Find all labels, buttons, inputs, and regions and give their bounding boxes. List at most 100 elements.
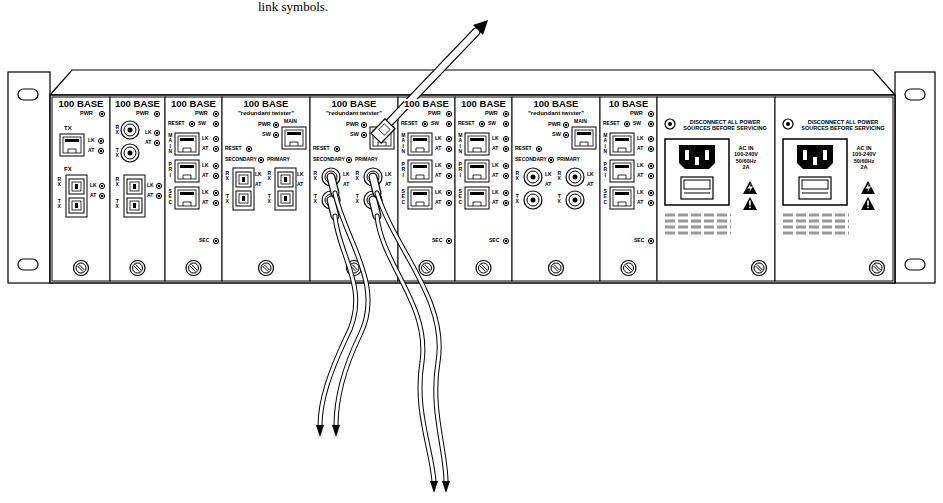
rack-chassis (8, 70, 935, 283)
port-label: AT (90, 193, 96, 198)
port-label: LK (492, 190, 499, 195)
port-label: PWR (548, 122, 561, 128)
port-label: LK (90, 183, 97, 188)
port-label: SECONDARY (225, 157, 257, 162)
port-label: SEC (199, 238, 209, 243)
power-supply-art (657, 97, 775, 281)
port-label: RESET (225, 146, 242, 151)
port-label: LK (343, 172, 350, 177)
power-supply-art (775, 97, 893, 281)
port-label: TX (313, 194, 318, 205)
port-label: LK (255, 172, 262, 177)
port-label: TX (115, 199, 120, 210)
port-label: PWR (428, 111, 441, 117)
patch-cable (371, 20, 488, 143)
port-label: TX (115, 148, 120, 159)
port-label: SECONDARY (313, 157, 345, 162)
port-label: SEC (432, 238, 442, 243)
port-label: RX (57, 177, 62, 188)
port-label: AT (492, 146, 498, 151)
port-label: AT (587, 182, 593, 187)
port-label: AT (637, 146, 643, 151)
power-rating: AC IN 100-240V 50/60Hz 2A (733, 145, 759, 170)
module-title: 100 BASE (171, 99, 216, 109)
port-label: SW (262, 132, 271, 138)
port-label: AT (545, 182, 551, 187)
port-label: TX (557, 194, 562, 205)
port-label: LK (147, 183, 154, 188)
module-art (310, 97, 398, 281)
port-label: LK (637, 190, 644, 195)
port-label: SEC (489, 238, 499, 243)
module-art (52, 97, 110, 281)
port-label: PRI (458, 162, 463, 178)
port-label: MAIN (603, 133, 608, 154)
power-supply-panel: DISCONNECT ALL POWER SOURCES BEFORE SERV… (657, 97, 775, 281)
port-label: RESET (458, 121, 475, 126)
port-label: SEC (458, 189, 463, 205)
port-label: PRI (603, 162, 608, 178)
fiber-cables (320, 177, 446, 482)
port-label: AT (255, 182, 261, 187)
module-title: 10 BASE (609, 99, 649, 109)
port-label: SW (431, 121, 439, 126)
port-label: RESET (401, 121, 418, 126)
port-label: PRI (401, 162, 406, 178)
port-label: SEC (634, 238, 644, 243)
power-supply-panel: DISCONNECT ALL POWER SOURCES BEFORE SERV… (775, 97, 893, 281)
module-title: 100 BASE (332, 99, 377, 109)
module-panel: 100 BASE"redundant twister"PWRSWRESETSEC… (310, 97, 398, 281)
port-label: LK (145, 130, 152, 135)
port-label: PRI (168, 162, 173, 178)
module-title: 100 BASE (115, 99, 160, 109)
port-label: RX (115, 125, 120, 136)
port-label: LK (435, 136, 442, 141)
port-label: PWR (346, 122, 359, 128)
port-label: PWR (258, 122, 271, 128)
port-label: RX (313, 171, 318, 182)
port-label: PWR (80, 111, 93, 117)
power-rating: AC IN 100-240V 50/60Hz 2A (851, 145, 877, 170)
port-label: AT (202, 200, 208, 205)
module-panel: 100 BASE"redundant twister"PWRSWMAINRESE… (222, 97, 310, 281)
module-panel: 100 BASEPWRRESETSWMAINLKATPRILKATSECLKAT… (398, 97, 455, 281)
port-label: LK (385, 172, 392, 177)
port-label: LK (637, 163, 644, 168)
port-label: AT (435, 200, 441, 205)
port-label: PWR (136, 111, 149, 117)
module-panel: 100 BASEPWRRXTXLKATRXTXLKAT (110, 97, 165, 281)
port-label: MAIN (458, 133, 463, 154)
module-art (600, 97, 657, 281)
port-label: TX (64, 125, 72, 131)
module-subtitle: "redundant twister" (326, 110, 382, 116)
port-label: LK (587, 172, 594, 177)
port-label: PWR (195, 111, 208, 117)
port-label: LK (88, 138, 95, 143)
port-label: AT (637, 173, 643, 178)
port-label: AT (343, 182, 349, 187)
cable-arrowheads (316, 425, 450, 493)
port-label: PWR (630, 111, 643, 117)
port-label: LK (202, 190, 209, 195)
port-label: AT (147, 193, 153, 198)
module-art (455, 97, 512, 281)
port-label: TX (57, 199, 62, 210)
port-label: PRIMARY (557, 157, 580, 162)
port-label: AT (385, 182, 391, 187)
module-subtitle: "redundant twister" (238, 110, 294, 116)
port-label: SEC (168, 189, 173, 205)
port-label: RESET (515, 146, 532, 151)
port-label: PRIMARY (267, 157, 290, 162)
port-label: AT (202, 173, 208, 178)
port-label: LK (202, 163, 209, 168)
port-label: AT (88, 148, 94, 153)
module-panel: 100 BASE"redundant twister"PWRSWMAINRESE… (512, 97, 600, 281)
port-label: AT (202, 146, 208, 151)
port-label: LK (545, 172, 552, 177)
module-panel: 100 BASEPWRTXLKATFXRXTXLKAT (52, 97, 110, 281)
port-label: FX (64, 166, 72, 172)
port-label: RX (115, 177, 120, 188)
port-label: LK (202, 136, 209, 141)
